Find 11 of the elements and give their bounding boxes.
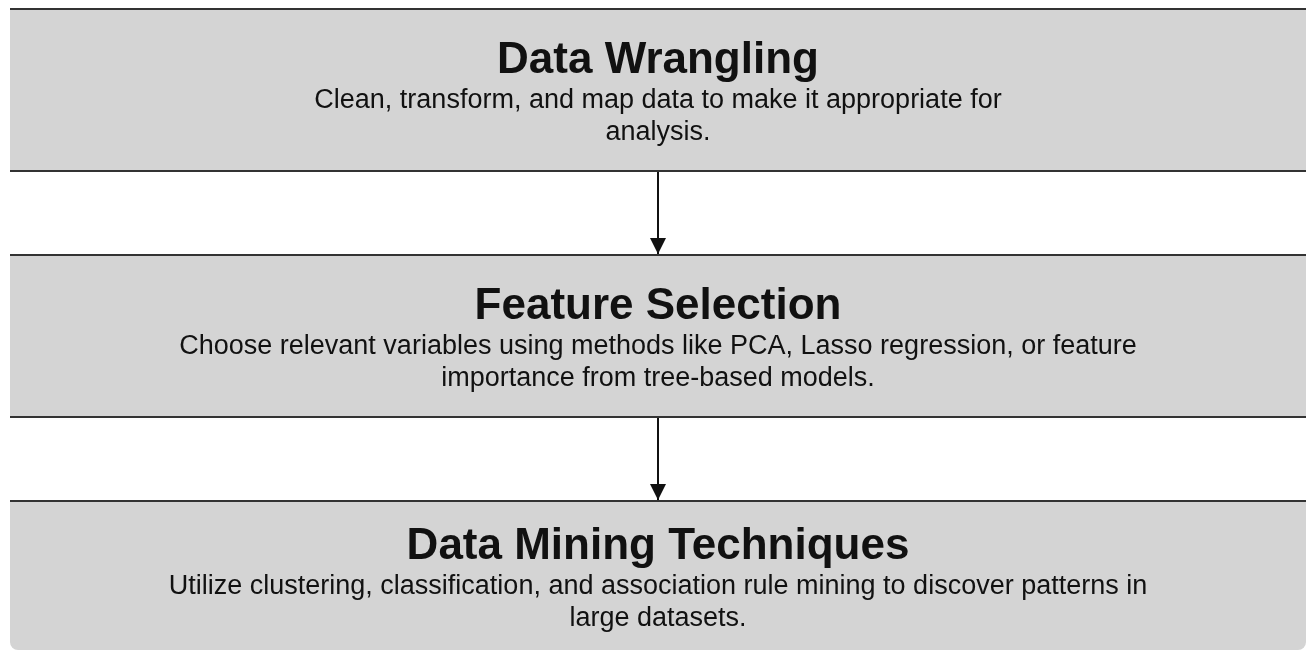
box-title: Data Wrangling [497, 33, 819, 83]
process-box [10, 8, 1306, 172]
box-description: Clean, transform, and map data to make it appropriate for analysis. [313, 83, 1003, 147]
process-box [10, 254, 1306, 418]
box-description: Choose relevant variables using methods like PCA, Lasso regression, or feature importance from tree-based models. [178, 329, 1138, 393]
box-description: Utilize clustering, classification, and association rule mining to discover patterns in large datasets. [167, 569, 1149, 633]
arrow [650, 171, 666, 255]
arrow [650, 417, 666, 501]
process-box [10, 500, 1306, 650]
box-title: Data Mining Techniques [406, 519, 910, 569]
box-title: Feature Selection [474, 279, 842, 329]
